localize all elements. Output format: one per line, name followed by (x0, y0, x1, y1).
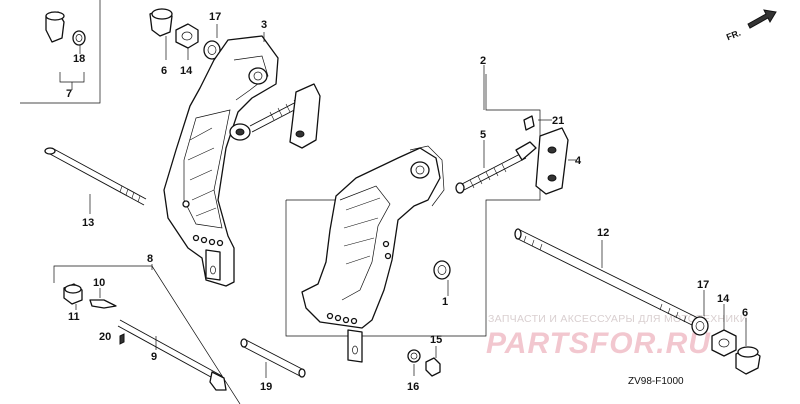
front-arrow-icon (747, 9, 777, 29)
leader-lines (75, 24, 747, 378)
callout-16: 16 (407, 381, 419, 393)
part-15-16-washer-nut (407, 349, 441, 377)
watermark-tagline: ЗАПЧАСТИ И АКСЕССУАРЫ ДЛЯ МОТОТЕХНИКИ (488, 313, 748, 325)
part-6-14-17-fasteners-right (691, 316, 761, 375)
callout-9: 9 (151, 351, 157, 363)
callout-4: 4 (575, 155, 582, 167)
part-3-left-stern-bracket (163, 35, 279, 287)
part-13-long-bolt (44, 147, 147, 206)
callout-5: 5 (480, 129, 486, 141)
part-12-shaft (514, 228, 699, 327)
part-2-right-stern-bracket (301, 145, 445, 363)
diagram-code: ZV98-F1000 (628, 376, 684, 387)
callout-11: 11 (68, 311, 80, 323)
callout-15: 15 (430, 334, 442, 346)
left-clamp-screw (229, 83, 321, 149)
part-2-group-outline (285, 74, 541, 337)
callout-20: 20 (99, 331, 111, 343)
watermark-logo: PARTSFOR.RU (486, 327, 711, 360)
callout-10: 10 (93, 277, 105, 289)
front-direction-indicator: FR. (725, 9, 777, 43)
part-4-21-knob (523, 115, 569, 195)
callout-21: 21 (552, 115, 564, 127)
callout-17-top: 17 (209, 11, 221, 23)
part-19-rod (240, 338, 306, 378)
callout-13: 13 (82, 217, 94, 229)
part-18-bolt (45, 11, 86, 46)
callouts: 1 2 3 4 5 6 6 7 8 9 10 11 12 13 14 14 15… (66, 11, 748, 393)
callout-14-right: 14 (717, 293, 730, 305)
callout-3: 3 (261, 19, 267, 31)
callout-12: 12 (597, 227, 609, 239)
callout-18: 18 (73, 53, 85, 65)
callout-19: 19 (260, 381, 272, 393)
callout-1: 1 (442, 296, 448, 308)
callout-6-right: 6 (742, 307, 748, 319)
callout-2: 2 (480, 55, 486, 67)
part-8-group-outline (53, 265, 241, 404)
part-9-10-11-20-tilt-lever (63, 283, 227, 391)
callout-14-top: 14 (180, 65, 193, 77)
callout-8: 8 (147, 253, 153, 265)
callout-7: 7 (66, 88, 72, 100)
direction-label: FR. (725, 28, 742, 43)
part-1-washer (433, 260, 451, 280)
part-6-14-17-fasteners-top (149, 8, 221, 60)
callout-6-top: 6 (161, 65, 167, 77)
callout-17-right: 17 (697, 279, 709, 291)
watermark: ЗАПЧАСТИ И АКСЕССУАРЫ ДЛЯ МОТОТЕХНИКИ PA… (486, 313, 748, 360)
part-5-clamp-screw (455, 141, 537, 194)
